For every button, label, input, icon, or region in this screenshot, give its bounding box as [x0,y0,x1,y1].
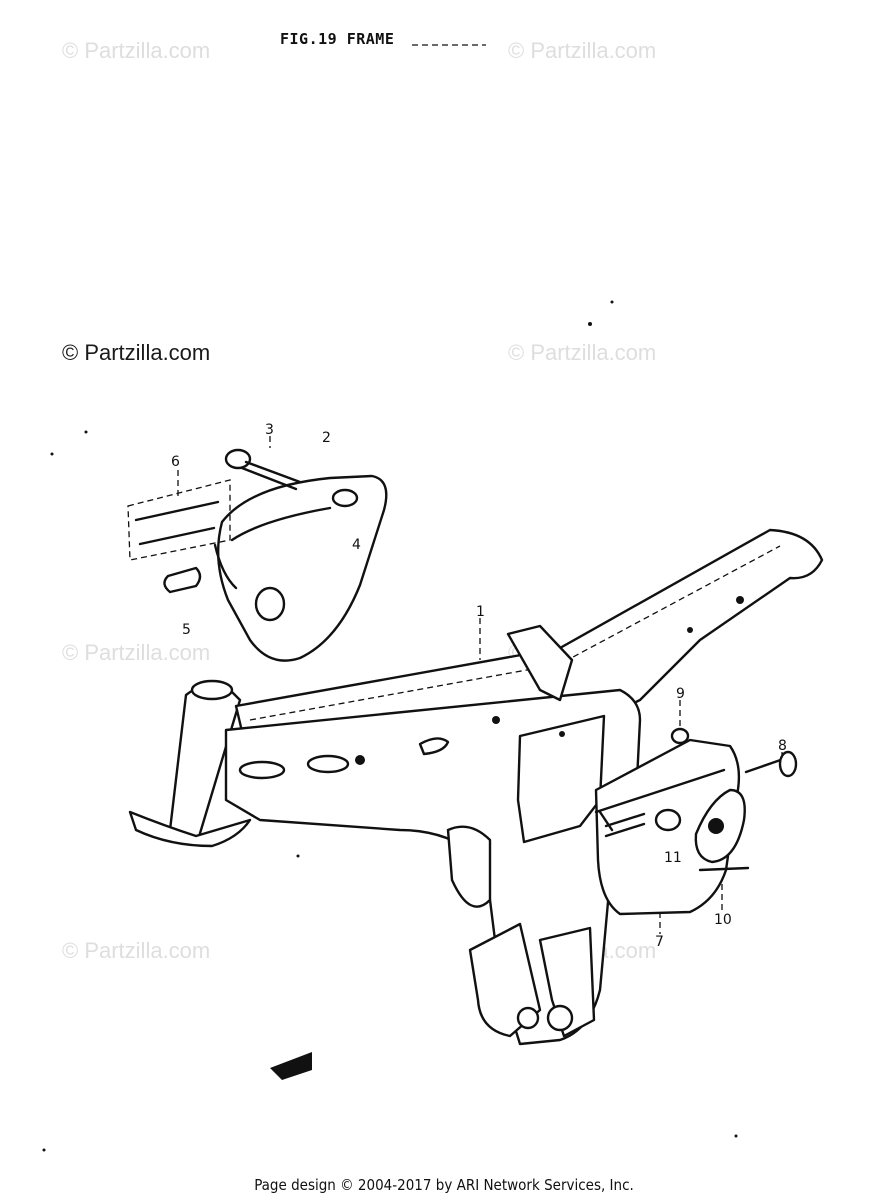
watermark: © Partzilla.com [62,640,211,665]
callout-7: 7 [655,934,664,950]
figure-title: FIG.19 FRAME [280,30,395,48]
callout-8: 8 [778,738,787,754]
page-footer: Page design © 2004-2017 by ARI Network S… [254,1176,634,1194]
emblem-part [127,479,231,561]
callout-9: 9 [676,686,685,702]
main-frame-part [128,528,824,1046]
watermark-prominent: © Partzilla.com [62,340,211,365]
watermark: © Partzilla.com [508,38,657,63]
bolt-part [224,448,302,491]
clip-part [163,566,202,594]
callout-6: 6 [171,454,180,470]
callout-3: 3 [265,422,274,438]
side-cover-part [213,474,388,662]
screw-part [744,750,798,778]
watermark: © Partzilla.com [62,38,211,63]
watermark: © Partzilla.com [62,938,211,963]
callout-1: 1 [476,604,485,620]
lid-part [694,788,750,872]
grommet-part [670,727,690,745]
watermark: © Partzilla.com [508,340,657,365]
callout-5: 5 [182,622,191,638]
callout-11: 11 [664,850,682,866]
callout-4: 4 [352,537,361,553]
callout-2: 2 [322,430,331,446]
callout-10: 10 [714,912,732,928]
front-direction-arrow-icon [270,1052,312,1080]
